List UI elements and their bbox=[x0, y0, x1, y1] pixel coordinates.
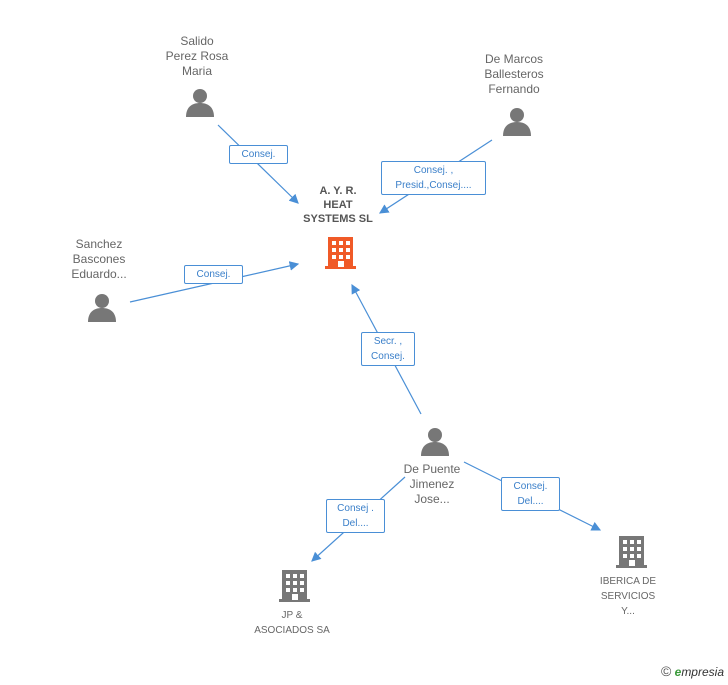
label-line: De Puente bbox=[403, 462, 461, 476]
label-line: Maria bbox=[181, 64, 212, 78]
label-line: A. Y. R. bbox=[319, 185, 357, 197]
label-line: De Marcos bbox=[484, 52, 543, 66]
brand-initial: e bbox=[674, 665, 682, 679]
edge-label-sanchez[interactable]: Consej. bbox=[184, 265, 243, 284]
empresia-watermark: © empresia bbox=[661, 663, 724, 679]
label-line: Jose... bbox=[414, 492, 450, 506]
edge-label-depuente-iberica[interactable]: Consej. Del.... bbox=[501, 477, 560, 511]
person-label-sanchez[interactable]: Sanchez Bascones Eduardo... bbox=[49, 237, 149, 282]
label-line: Fernando bbox=[488, 82, 540, 96]
person-icon[interactable] bbox=[421, 428, 449, 456]
main-company-building-icon[interactable] bbox=[325, 237, 356, 269]
edge-label-line: Consej. bbox=[196, 269, 231, 280]
company-label-jp[interactable]: JP & ASOCIADOS SA bbox=[242, 608, 342, 638]
label-line: Salido bbox=[180, 34, 214, 48]
person-label-depuente[interactable]: De Puente Jimenez Jose... bbox=[382, 462, 482, 507]
company-label-iberica[interactable]: IBERICA DE SERVICIOS Y... bbox=[578, 574, 678, 619]
label-line: Y... bbox=[621, 606, 635, 617]
label-line: ASOCIADOS SA bbox=[254, 625, 330, 636]
edge-label-depuente-main[interactable]: Secr. , Consej. bbox=[361, 332, 415, 366]
edge-label-salido[interactable]: Consej. bbox=[229, 145, 288, 164]
label-line: IBERICA DE bbox=[599, 576, 657, 587]
edge-label-depuente-jp[interactable]: Consej . Del.... bbox=[326, 499, 385, 533]
edge-label-line: Presid.,Consej.... bbox=[395, 180, 472, 191]
edge-label-line: Consej . bbox=[337, 503, 374, 514]
label-line: Eduardo... bbox=[71, 267, 127, 281]
label-line: HEAT bbox=[323, 199, 353, 211]
edge-label-line: Del.... bbox=[517, 496, 544, 507]
label-line: SERVICIOS bbox=[600, 591, 656, 602]
person-label-salido[interactable]: Salido Perez Rosa Maria bbox=[147, 34, 247, 79]
edge-label-line: Consej. bbox=[513, 481, 548, 492]
edge-label-line: Consej. bbox=[371, 351, 405, 362]
label-line: Jimenez bbox=[409, 477, 455, 491]
label-line: Bascones bbox=[72, 252, 126, 266]
brand-name: mpresia bbox=[681, 665, 724, 679]
edge-salido-main bbox=[217, 124, 299, 204]
edge-label-line: Consej. , bbox=[413, 165, 454, 176]
company-building-icon[interactable] bbox=[279, 570, 310, 602]
label-line: Perez Rosa bbox=[165, 49, 229, 63]
person-label-demarcos[interactable]: De Marcos Ballesteros Fernando bbox=[464, 52, 564, 97]
edge-label-line: Secr. , bbox=[373, 336, 403, 347]
label-line: Sanchez bbox=[75, 237, 123, 251]
person-icon[interactable] bbox=[186, 89, 214, 117]
edge-label-line: Consej. bbox=[241, 149, 276, 160]
label-line: Ballesteros bbox=[484, 67, 544, 81]
person-icon[interactable] bbox=[503, 108, 531, 136]
person-icon[interactable] bbox=[88, 294, 116, 322]
edge-label-line: Del.... bbox=[342, 518, 369, 529]
edge-label-demarcos[interactable]: Consej. , Presid.,Consej.... bbox=[381, 161, 486, 195]
company-building-icon[interactable] bbox=[616, 536, 647, 568]
copyright-symbol: © bbox=[660, 663, 672, 679]
label-line: SYSTEMS SL bbox=[303, 213, 373, 225]
label-line: JP & bbox=[281, 610, 303, 621]
main-company-label[interactable]: A. Y. R. HEAT SYSTEMS SL bbox=[288, 184, 388, 226]
